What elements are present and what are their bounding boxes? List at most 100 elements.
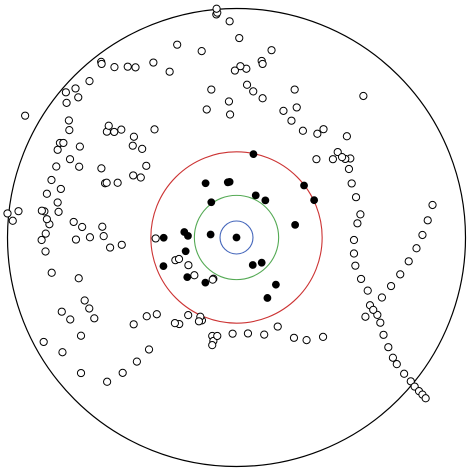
hollow-point xyxy=(236,62,245,71)
hollow-point xyxy=(347,179,356,188)
hollow-point xyxy=(228,329,237,338)
hollow-point xyxy=(197,46,206,56)
hollow-point xyxy=(404,257,413,266)
hollow-point xyxy=(292,103,301,112)
hollow-point xyxy=(318,332,328,341)
hollow-point xyxy=(349,249,359,258)
filled-point xyxy=(249,150,258,159)
hollow-point xyxy=(78,222,87,232)
hollow-point xyxy=(230,66,239,75)
hollow-point xyxy=(298,126,308,135)
hollow-point xyxy=(258,94,267,103)
hollow-point xyxy=(392,360,401,369)
hollow-point xyxy=(225,17,234,26)
hollow-point xyxy=(103,377,112,386)
hollow-point xyxy=(224,97,234,106)
center-layer xyxy=(232,233,241,242)
hollow-point xyxy=(363,286,372,295)
hollow-point xyxy=(243,329,253,338)
hollow-point xyxy=(351,193,361,202)
filled-point xyxy=(300,181,308,190)
hollow-point xyxy=(8,216,17,225)
hollow-point xyxy=(351,261,360,270)
hollow-point xyxy=(42,189,51,198)
hollow-point xyxy=(190,271,199,280)
filled-point xyxy=(181,247,190,256)
hollow-point xyxy=(37,235,46,245)
hollow-point xyxy=(242,80,252,89)
hollow-point xyxy=(337,153,347,162)
hollow-point xyxy=(53,198,62,207)
hollow-point xyxy=(110,127,119,137)
hollow-point xyxy=(52,162,61,171)
hollow-point xyxy=(151,234,160,243)
hollow-point xyxy=(76,331,86,340)
hollow-point xyxy=(128,141,137,150)
hollow-point xyxy=(65,125,74,135)
hollow-point xyxy=(65,155,75,164)
hollow-point xyxy=(313,129,322,138)
hollow-point xyxy=(342,132,351,141)
filled-point xyxy=(207,198,216,207)
hollow-point xyxy=(344,164,354,174)
hollow-point xyxy=(142,161,151,170)
hollow-point xyxy=(418,230,427,240)
hollow-point xyxy=(136,173,145,182)
hollow-point xyxy=(184,311,193,320)
hollow-point xyxy=(54,207,63,216)
filled-point xyxy=(263,294,272,302)
hollow-point xyxy=(165,67,174,76)
hollow-point xyxy=(85,233,95,242)
hollow-point xyxy=(249,87,258,96)
hollow-point xyxy=(386,281,396,291)
hollow-point xyxy=(14,207,23,216)
hollow-point xyxy=(212,4,221,13)
hollow-point xyxy=(319,125,328,134)
hollow-point xyxy=(102,178,111,187)
hollow-point xyxy=(289,333,299,342)
filled-point xyxy=(310,196,319,205)
filled-point xyxy=(159,233,168,242)
hollow-point xyxy=(349,235,359,245)
hollow-point xyxy=(64,116,73,125)
hollow-point xyxy=(97,59,106,69)
hollow-point xyxy=(302,335,311,345)
hollow-point xyxy=(69,217,78,227)
hollow-point xyxy=(273,322,282,331)
outer-ring-circle xyxy=(150,151,323,324)
hollow-point xyxy=(376,318,385,327)
filled-point xyxy=(225,177,234,186)
hollow-point xyxy=(142,312,151,321)
hollow-point xyxy=(333,147,342,157)
hollow-point xyxy=(118,368,127,377)
hollow-point xyxy=(85,304,94,313)
filled-point xyxy=(257,258,266,267)
hollow-point xyxy=(328,155,338,164)
hollow-point xyxy=(194,317,204,326)
hollow-point xyxy=(98,222,107,231)
hollow-point xyxy=(353,219,362,228)
hollow-point xyxy=(369,305,378,314)
hollow-point xyxy=(37,206,46,215)
hollow-point xyxy=(213,331,222,341)
hollow-point xyxy=(150,125,159,134)
hollow-point xyxy=(75,142,84,151)
hollow-point xyxy=(208,275,217,284)
hollow-point xyxy=(129,132,139,141)
hollow-point xyxy=(41,229,50,238)
hollow-point xyxy=(71,84,80,93)
hollow-point xyxy=(174,254,184,264)
hollow-point xyxy=(97,164,106,173)
hollow-point xyxy=(208,341,217,350)
filled-points-layer xyxy=(159,150,319,302)
hollow-point xyxy=(138,144,147,153)
hollow-point xyxy=(117,125,126,134)
hollow-point xyxy=(76,368,86,378)
hollow-point xyxy=(173,40,182,49)
hollow-point xyxy=(400,369,409,378)
filled-point xyxy=(261,196,270,205)
hollow-point xyxy=(423,216,432,225)
hollow-point xyxy=(260,330,269,339)
hollow-point xyxy=(90,314,99,323)
filled-point xyxy=(291,221,300,229)
